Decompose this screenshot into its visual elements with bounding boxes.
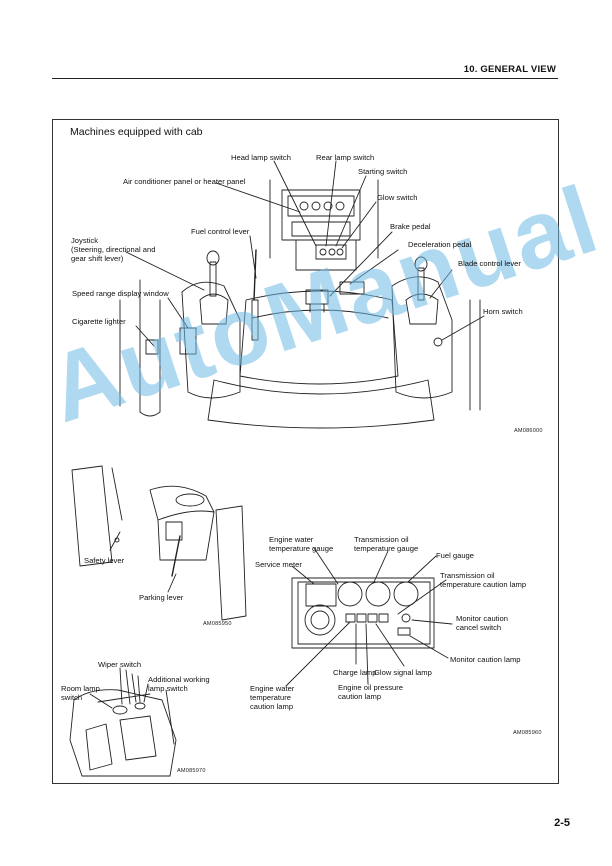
label-trans-caution-1: Transmission oil <box>440 571 495 580</box>
label-glow-switch: Glow switch <box>377 193 418 202</box>
label-speed-range: Speed range display window <box>72 289 169 298</box>
label-trans-oil-gauge-2: temperature gauge <box>354 544 419 553</box>
label-trans-caution-2: temperature caution lamp <box>440 580 527 589</box>
header-title: 10. GENERAL VIEW <box>463 64 556 75</box>
label-monitor-cancel-1: Monitor caution <box>456 614 508 623</box>
label-glow-signal-lamp: Glow signal lamp <box>374 668 432 677</box>
lever-drawing <box>71 465 247 621</box>
monitor-panel-drawing <box>285 547 453 687</box>
label-joystick-1: Joystick <box>71 236 99 245</box>
label-engine-water-caution-1: Engine water <box>250 684 295 693</box>
page-number: 2-5 <box>554 817 570 829</box>
label-head-lamp-switch: Head lamp switch <box>231 153 291 162</box>
label-safety-lever: Safety lever <box>84 556 125 565</box>
label-wiper-switch: Wiper switch <box>98 660 142 669</box>
label-charge-lamp: Charge lamp <box>333 668 377 677</box>
label-monitor-caution-lamp: Monitor caution lamp <box>450 655 521 664</box>
cab-interior-drawing <box>119 160 485 429</box>
label-engine-water-caution-2: temperature <box>250 693 291 702</box>
figure-frame <box>52 119 559 784</box>
label-deceleration-pedal: Deceleration pedal <box>408 240 472 249</box>
label-blade-control-lever: Blade control lever <box>458 259 521 268</box>
label-fuel-control-lever: Fuel control lever <box>191 227 250 236</box>
label-additional-lamp-2: lamp switch <box>148 684 188 693</box>
label-fuel-gauge: Fuel gauge <box>436 551 474 560</box>
label-engine-oil-caution-2: caution lamp <box>338 692 382 701</box>
figure-code-cab: AM086000 <box>514 428 543 434</box>
label-additional-lamp-1: Additional working <box>148 675 210 684</box>
label-monitor-cancel-2: cancel switch <box>456 623 502 632</box>
label-rear-lamp-switch: Rear lamp switch <box>316 153 375 162</box>
label-cigarette-lighter: Cigarette lighter <box>72 317 126 326</box>
label-engine-water-caution-3: caution lamp <box>250 702 294 711</box>
label-engine-water-gauge-1: Engine water <box>269 535 314 544</box>
label-air-conditioner: Air conditioner panel or heater panel <box>123 177 246 186</box>
label-service-meter: Service meter <box>255 560 302 569</box>
figure-code-panel: AM085960 <box>513 730 542 736</box>
label-parking-lever: Parking lever <box>139 593 184 602</box>
figure-code-levers: AM085950 <box>203 621 232 627</box>
label-joystick-2: (Steering, directional and <box>71 245 156 254</box>
roof-drawing <box>69 667 177 777</box>
label-joystick-3: gear shift lever) <box>71 254 124 263</box>
label-engine-oil-caution-1: Engine oil pressure <box>338 683 404 692</box>
label-starting-switch: Starting switch <box>358 167 408 176</box>
label-room-lamp-2: switch <box>61 693 83 702</box>
figure-code-roof: AM085970 <box>177 768 206 774</box>
label-trans-oil-gauge-1: Transmission oil <box>354 535 409 544</box>
label-room-lamp-1: Room lamp <box>61 684 100 693</box>
label-engine-water-gauge-2: temperature gauge <box>269 544 334 553</box>
section-title: Machines equipped with cab <box>70 126 203 138</box>
label-brake-pedal: Brake pedal <box>390 222 431 231</box>
page-header: 10. GENERAL VIEW <box>52 64 558 79</box>
label-horn-switch: Horn switch <box>483 307 523 316</box>
